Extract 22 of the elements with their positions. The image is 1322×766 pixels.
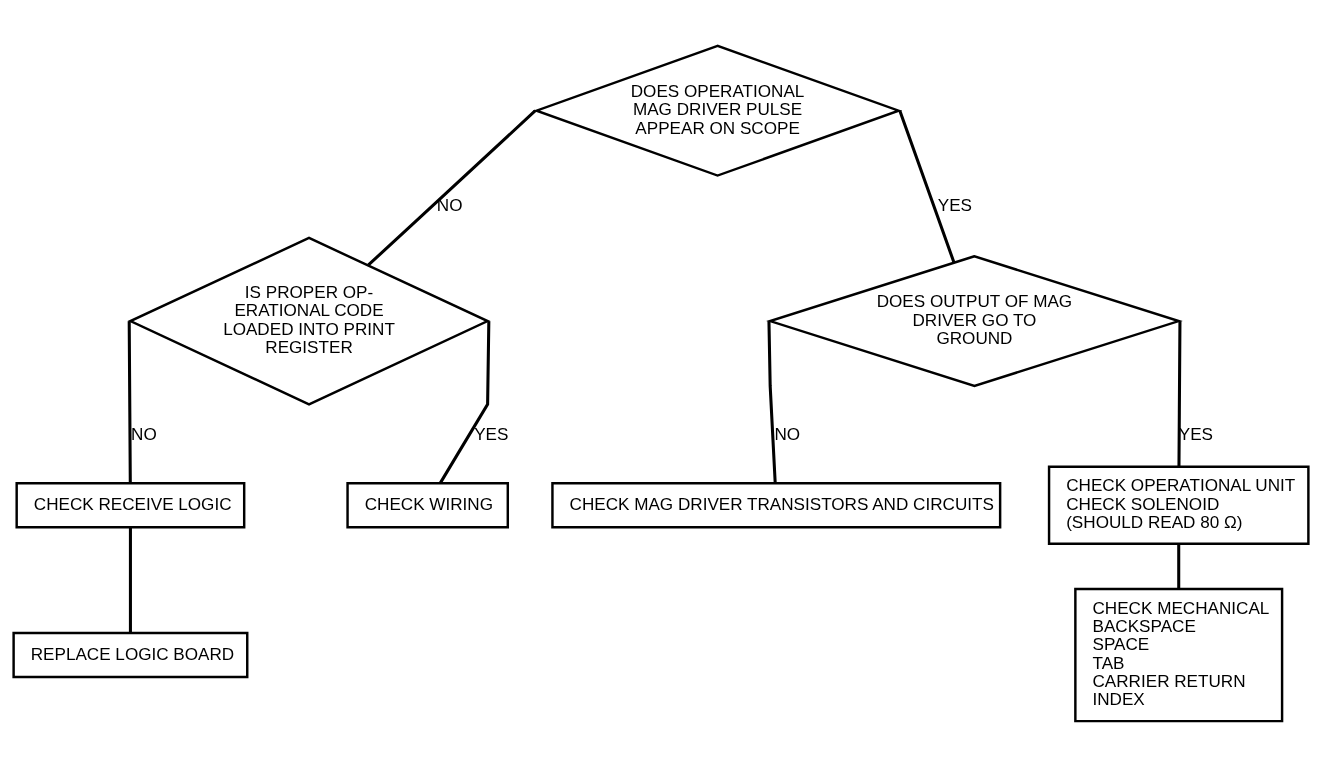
node-box: CHECK WIRING	[346, 481, 509, 528]
edge-label: NO	[131, 424, 157, 444]
node-diamond: IS PROPER OP- ERATIONAL CODE LOADED INTO PRINT REGISTER	[127, 236, 491, 406]
edge-label: NO	[774, 424, 801, 444]
node-diamond: DOES OPERATIONAL MAG DRIVER PULSE APPEAR ON SCOPE	[532, 44, 903, 177]
edge-label: NO	[436, 195, 463, 215]
node-box: REPLACE LOGIC BOARD	[12, 631, 249, 678]
connector	[767, 320, 777, 483]
connector	[128, 526, 132, 633]
node-diamond: DOES OUTPUT OF MAG DRIVER GO TO GROUND	[766, 254, 1183, 387]
connector	[127, 320, 132, 483]
edge-label: YES	[937, 195, 972, 215]
connector	[1177, 320, 1182, 467]
node-box: CHECK MAG DRIVER TRANSISTORS AND CIRCUITS	[551, 481, 1002, 528]
connector	[898, 109, 956, 263]
connector	[439, 320, 491, 484]
edge-label: YES	[474, 424, 509, 444]
node-box: CHECK MECHANICAL BACKSPACE SPACE TAB CARRIER RETURN INDEX	[1074, 587, 1284, 722]
node-box: CHECK RECEIVE LOGIC	[15, 481, 246, 528]
node-box: CHECK OPERATIONAL UNIT CHECK SOLENOID (SHOULD READ 80 Ω)	[1047, 464, 1310, 545]
connector	[367, 109, 537, 266]
connector	[1177, 543, 1181, 589]
